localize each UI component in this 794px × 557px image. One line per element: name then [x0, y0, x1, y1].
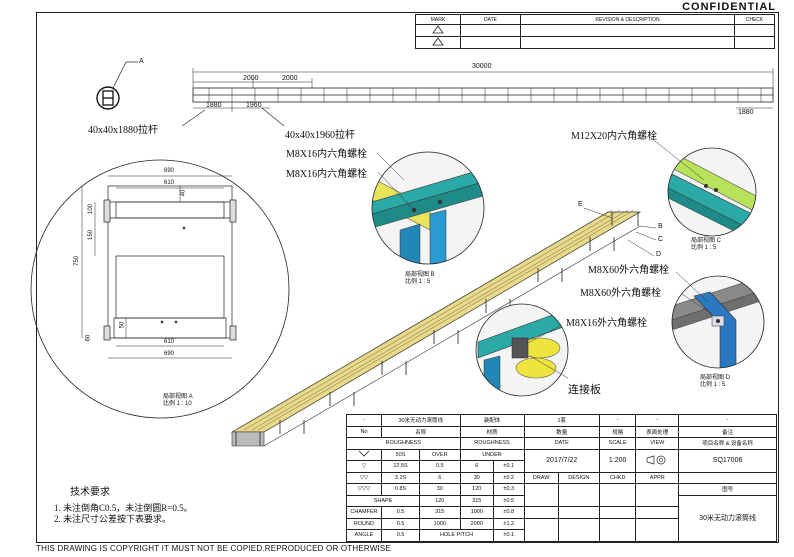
- detail-c-caption: 局部视图 C: [691, 238, 722, 244]
- conveyor-label-d: D: [656, 251, 662, 258]
- title-block-row-2: No 名称 材质 数量 规格 表面处理 备注: [346, 425, 777, 438]
- conveyor-isometric: [230, 207, 657, 447]
- detail-a-frame: [81, 175, 237, 359]
- title-block-row-rough-cols: 50S OVER UNDER 2017/7/22 1:200 SQ17006: [346, 448, 777, 473]
- joint-plate-label: 连接板: [568, 384, 601, 396]
- drawing-frame: [36, 12, 779, 543]
- detail-b-caption: 局部视图 B: [405, 272, 435, 278]
- detail-b-callout-1: M8X16内六角螺栓: [286, 149, 368, 160]
- notes-item-2: 2. 未注尺寸公差按下表要求。: [54, 514, 172, 524]
- detail-c-view: [649, 136, 757, 237]
- detail-a-dim-60: 60: [85, 334, 92, 342]
- detail-d-scale: 比例 1 : 5: [700, 382, 726, 388]
- detail-a-dim-top-outer: 690: [164, 168, 175, 174]
- detail-b-scale: 比例 1 : 5: [405, 279, 431, 285]
- detail-a-dim-bottom-inner: 610: [164, 339, 175, 345]
- title-block-drawing-no-label: 图号: [678, 483, 777, 496]
- dim-total-length: 30000: [472, 63, 492, 70]
- dim-bottom-right: 1880: [738, 109, 754, 116]
- detail-d-caption: 局部视图 D: [700, 375, 731, 381]
- detail-a-dim-150: 150: [88, 229, 95, 241]
- conveyor-label-e: E: [578, 201, 583, 208]
- detail-c-callout: M12X20内六角螺栓: [571, 131, 658, 142]
- projection-icon: [646, 455, 666, 464]
- detail-a-dim-height: 750: [74, 255, 81, 267]
- detail-d-callout-2: M8X60外六角螺栓: [580, 288, 662, 299]
- section-marker-letter: A: [139, 58, 144, 65]
- title-block-view: [635, 448, 680, 473]
- dim-bottom-2: 1960: [246, 102, 262, 109]
- notes-item-1: 1. 未注倒角C0.5，未注倒圆R=0.5。: [54, 503, 193, 513]
- title-block-scale: 1:200: [598, 448, 637, 473]
- title-block-roughness-header: ROUGHNESS ROUGHNESS DATE SCALE VIEW 项目名称…: [346, 437, 777, 450]
- title-block-row-round: ROUND 0.5 1000 2000 ±1.2: [346, 517, 777, 542]
- detail-a-dim-40: 40: [180, 189, 187, 197]
- callout-tie-rod-1880: 40x40x1880拉杆: [88, 125, 158, 136]
- title-block: - 30米无动力滚筒线 装配体 1套 - - - No 名称 材质 数量 规格 …: [345, 414, 777, 542]
- detail-a-dim-top-inner: 610: [164, 180, 175, 186]
- copyright-footer: THIS DRAWING IS COPYRIGHT IT MUST NOT BE…: [36, 544, 391, 553]
- top-plan-view: [107, 61, 774, 127]
- title-block-row-2s: ▽▽ 3.2S 6 30 ±0.2 DRAW DESIGN CHKD APPR: [346, 471, 777, 484]
- detail-a-caption: 局部视图 A: [163, 394, 193, 400]
- conveyor-label-b: B: [658, 223, 663, 230]
- title-block-row-1: - 30米无动力滚筒线 装配体 1套 - - -: [346, 414, 777, 427]
- detail-a-scale: 比例 1 : 10: [163, 401, 192, 407]
- detail-c-scale: 比例 1 : 5: [691, 245, 717, 251]
- detail-b-view: [371, 151, 485, 265]
- conveyor-label-c: C: [658, 236, 664, 243]
- title-block-date: 2017/7/22: [523, 448, 600, 473]
- dim-left-2: 2000: [282, 75, 298, 82]
- confidential-label: CONFIDENTIAL: [682, 1, 776, 13]
- detail-a-dim-100: 100: [88, 203, 95, 215]
- title-block-row-angle: ANGLE 0.5 HOLE PITCH ±0.1: [346, 529, 777, 542]
- title-block-row-chamfer: CHAMFER 0.5 315 1000 ±0.8: [346, 506, 777, 519]
- detail-a-circle: [30, 159, 290, 419]
- title-block-row-3s: ▽▽▽ 0.8S 30 120 ±0.3 图号: [346, 483, 777, 507]
- revision-triangle-icon: [432, 37, 444, 46]
- revision-triangle-icon: [432, 25, 444, 34]
- detail-b-callout-2: M8X16内六角螺栓: [286, 169, 368, 180]
- dim-left-1: 2000: [243, 75, 259, 82]
- detail-d-callout-1: M8X60外六角螺栓: [588, 265, 670, 276]
- revision-table: MARK DATE REVISION & DESCRIPTION CHECK: [415, 14, 775, 49]
- title-block-drawing-name: 30米无动力滚筒线: [678, 494, 777, 542]
- detail-a-dim-50: 50: [119, 321, 126, 329]
- detail-a-dim-bottom-outer: 690: [164, 351, 175, 357]
- title-block-project-code: SQ17006: [678, 448, 777, 473]
- roughness-symbol-icon: [358, 450, 370, 457]
- joint-detail-view: [475, 303, 569, 397]
- title-block-row-shape: SHAPE 120 315 ±0.5 30米无动力滚筒线: [345, 494, 777, 542]
- dim-bottom-1: 1880: [206, 102, 222, 109]
- detail-a-holes: [160, 226, 186, 324]
- section-a-marker: [96, 86, 120, 110]
- notes-title: 技术要求: [70, 487, 110, 498]
- joint-callout: M8X16外六角螺栓: [566, 318, 648, 329]
- detail-d-view: [671, 271, 765, 369]
- callout-tie-rod-1960: 40x40x1960拉杆: [285, 130, 355, 141]
